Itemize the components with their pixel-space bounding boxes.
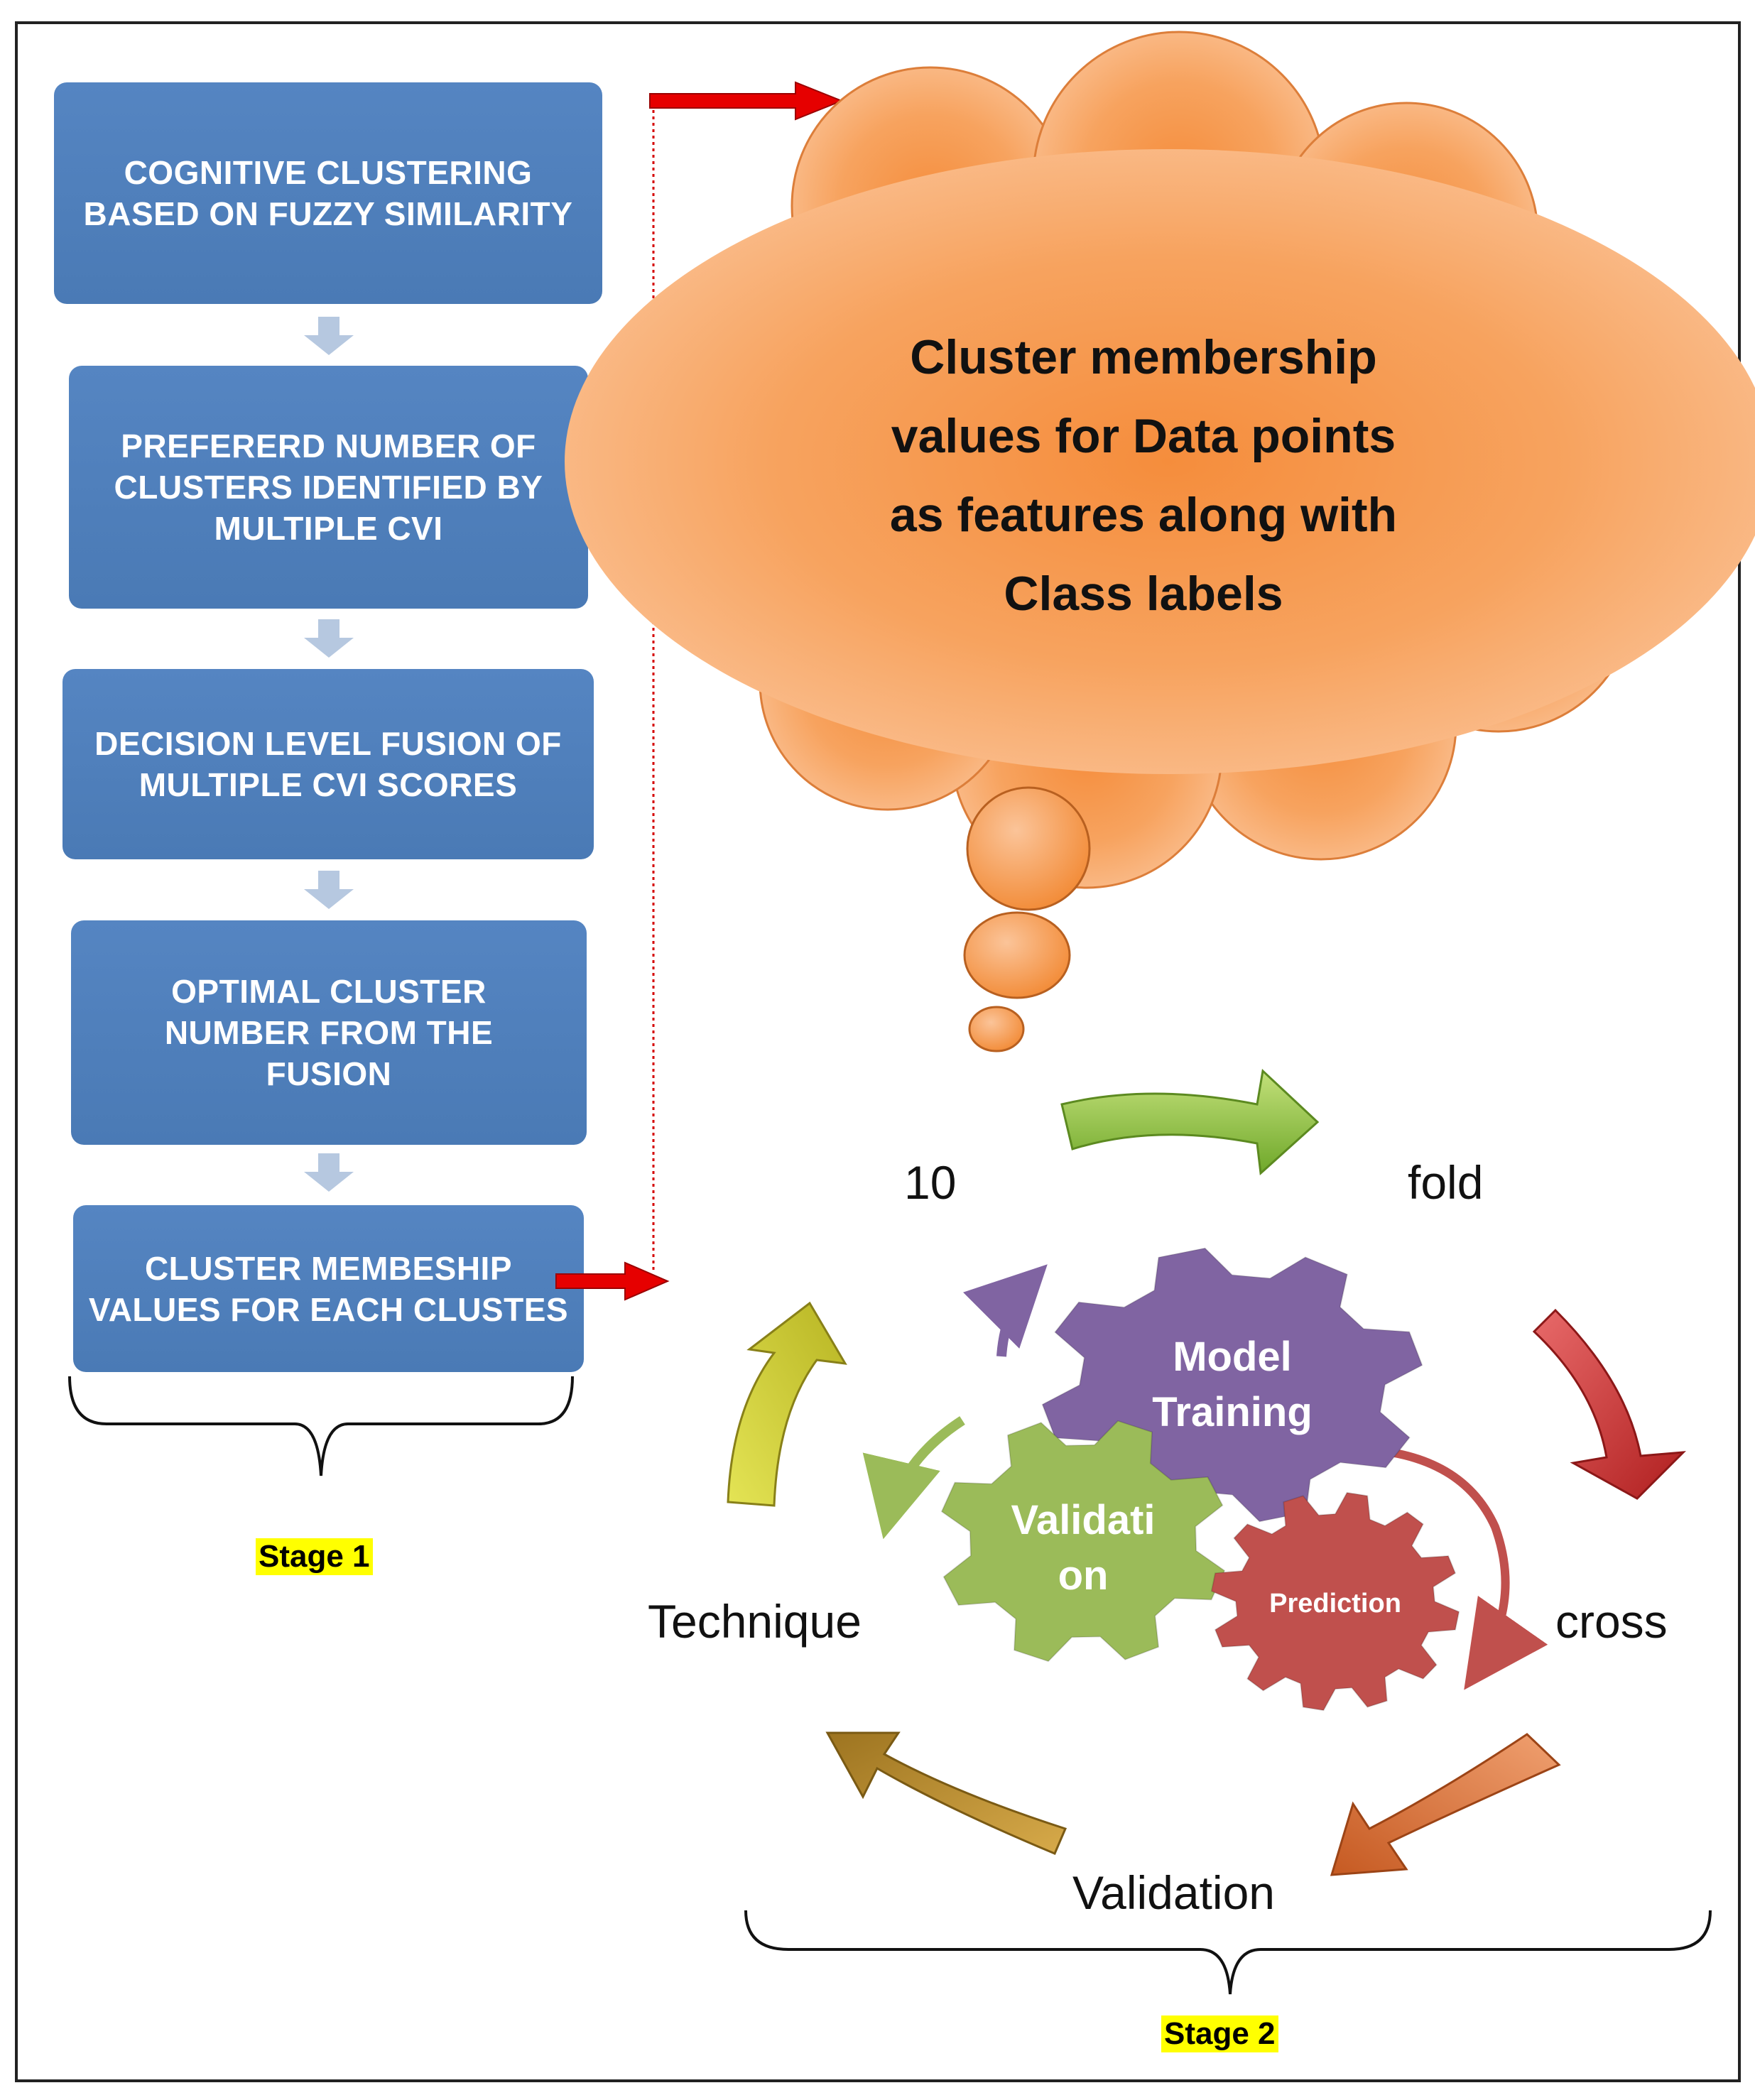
step-3-text: DECISION LEVEL FUSION OF MULTIPLE CVI SC… bbox=[94, 725, 562, 803]
cycle-word-cross: cross bbox=[1555, 1595, 1668, 1648]
step-2-text: PREFERERD NUMBER OF CLUSTERS IDENTIFIED … bbox=[114, 428, 543, 547]
cycle-word-technique: Technique bbox=[648, 1595, 862, 1648]
cloud-body bbox=[565, 149, 1755, 774]
red-arrow-top bbox=[649, 81, 844, 121]
stage1-down-arrows bbox=[304, 317, 354, 1192]
thought-bubbles bbox=[963, 786, 1091, 1052]
down-arrow-3 bbox=[304, 871, 354, 909]
cycle-arrow-gold bbox=[825, 1731, 1067, 1855]
stage1-brace bbox=[68, 1376, 574, 1476]
red-arrow-bottom bbox=[555, 1261, 670, 1301]
inner-arrow-purple bbox=[963, 1264, 1048, 1357]
cycle-arrow-yellow bbox=[727, 1301, 847, 1507]
gear-label-validation: Validati on bbox=[1011, 1497, 1156, 1599]
cycle-arrow-green bbox=[1060, 1069, 1320, 1176]
step-4-text: OPTIMAL CLUSTER NUMBER FROM THE FUSION bbox=[164, 973, 494, 1092]
cycle-arrow-orange bbox=[1330, 1733, 1561, 1876]
gear-label-model-training: Model Training bbox=[1152, 1334, 1313, 1435]
thought-bubble-large bbox=[966, 786, 1091, 911]
step-box-3 bbox=[63, 669, 594, 859]
step-box-5 bbox=[73, 1205, 584, 1372]
cloud-text: Cluster membership values for Data point… bbox=[889, 330, 1398, 621]
gear-validation bbox=[940, 1420, 1226, 1663]
cycle-arrows bbox=[727, 1069, 1686, 1876]
stage2-label: Stage 2 bbox=[1161, 2015, 1278, 2052]
inner-arrow-green bbox=[862, 1416, 965, 1540]
step-box-2 bbox=[69, 366, 588, 609]
gear-prediction bbox=[1210, 1491, 1460, 1712]
cycle-word-ten: 10 bbox=[904, 1156, 957, 1209]
down-arrow-4 bbox=[304, 1153, 354, 1192]
stage1-boxes bbox=[54, 82, 602, 1372]
down-arrow-1 bbox=[304, 317, 354, 355]
thought-bubble-medium bbox=[963, 911, 1071, 999]
step-box-4 bbox=[71, 920, 587, 1145]
outer-frame bbox=[15, 21, 1741, 2082]
gears bbox=[940, 1247, 1460, 1712]
cycle-word-fold: fold bbox=[1408, 1156, 1484, 1209]
down-arrow-2 bbox=[304, 619, 354, 658]
step-5-text: CLUSTER MEMBESHIP VALUES FOR EACH CLUSTE… bbox=[88, 1249, 569, 1328]
cycle-arrow-red bbox=[1532, 1308, 1686, 1500]
step-box-1 bbox=[54, 82, 602, 304]
inner-arrow-red bbox=[1345, 1445, 1548, 1690]
step-1-text: COGNITIVE CLUSTERING BASED ON FUZZY SIMI… bbox=[83, 154, 573, 232]
cycle-word-validation: Validation bbox=[1072, 1866, 1275, 1919]
gear-label-prediction: Prediction bbox=[1269, 1589, 1401, 1618]
thought-bubble-small bbox=[968, 1006, 1025, 1052]
stage1-label: Stage 1 bbox=[256, 1538, 373, 1575]
stage2-brace bbox=[744, 1910, 1712, 1995]
